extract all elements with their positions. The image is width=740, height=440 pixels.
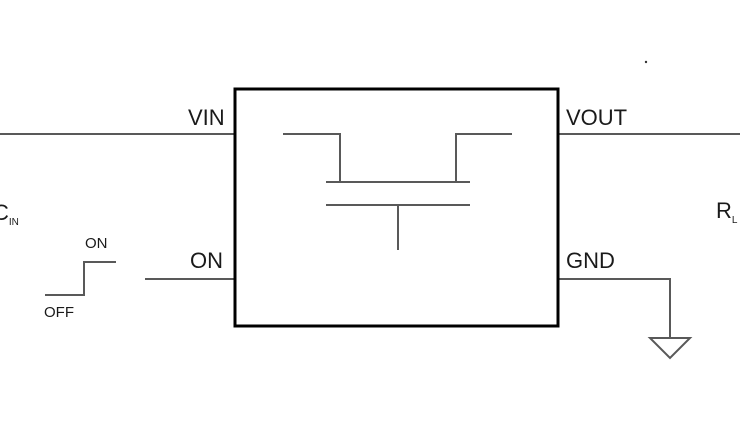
capacitor-symbol: C (0, 200, 9, 225)
pin-label-vout: VOUT (566, 105, 627, 130)
capacitor-label: CIN (0, 200, 19, 228)
mosfet-source-lead (283, 133, 341, 182)
capacitor-subscript: IN (9, 217, 19, 228)
signal-on-label: ON (85, 235, 108, 252)
pin-label-vin: VIN (188, 105, 225, 130)
ground-symbol (647, 337, 693, 360)
on-off-step-signal (45, 261, 116, 296)
mosfet-drain-lead (455, 133, 512, 182)
stray-dot (644, 60, 648, 64)
load-label: RL (716, 198, 738, 226)
gnd-wire (558, 278, 671, 338)
load-symbol: R (716, 198, 732, 223)
load-subscript: L (732, 215, 738, 226)
signal-off-label: OFF (44, 304, 74, 321)
pin-label-gnd: GND (566, 248, 615, 273)
pin-label-on: ON (190, 248, 223, 273)
switch-ic-box (233, 87, 560, 328)
